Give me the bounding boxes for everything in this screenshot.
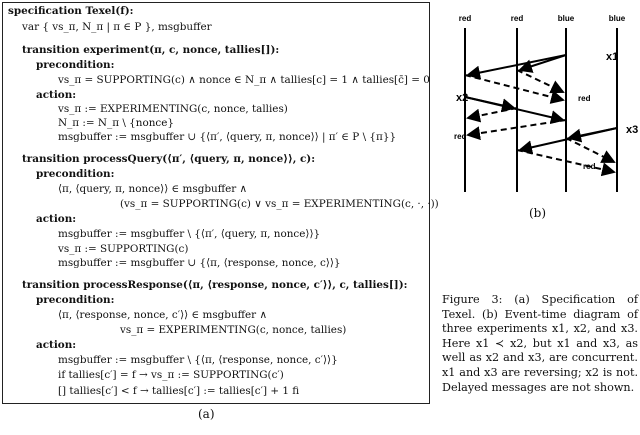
event-label: x2 bbox=[456, 92, 468, 104]
arrow-red2-reply bbox=[516, 69, 565, 94]
spec-line: msgbuffer := msgbuffer ∪ {⟨π, ⟨response,… bbox=[58, 257, 341, 269]
caption-b: (b) bbox=[529, 206, 547, 220]
spec-line: N_π := N_π \ {nonce} bbox=[58, 117, 174, 129]
spec-line: specification Texel(f): bbox=[8, 5, 134, 17]
message-label: red bbox=[454, 132, 467, 141]
arrow-x3-to-blue1 bbox=[567, 127, 618, 143]
arrow-red1-reply bbox=[464, 74, 565, 104]
spec-line: precondition: bbox=[36, 168, 115, 180]
arrow-x1-to-red1 bbox=[466, 54, 567, 80]
message-arrows bbox=[464, 54, 618, 177]
caption-a: (a) bbox=[198, 407, 215, 421]
spec-line: precondition: bbox=[36, 294, 115, 306]
timeline-label: red bbox=[459, 14, 472, 23]
spec-line: ⟨π, ⟨response, nonce, c′⟩⟩ ∈ msgbuffer ∧ bbox=[58, 309, 268, 321]
arrow-x2-reply-red2 bbox=[466, 107, 518, 123]
spec-line: transition processResponse(⟨π, ⟨response… bbox=[22, 279, 408, 291]
arrow-x3-reply-red2 bbox=[516, 149, 616, 177]
spec-line: msgbuffer := msgbuffer \ {⟨π′, ⟨query, π… bbox=[58, 228, 321, 240]
timeline-label: red bbox=[511, 14, 524, 23]
arrow-x2-reply-blue1 bbox=[466, 119, 567, 141]
figure-caption: Figure 3: (a) Specification of Texel. (b… bbox=[442, 293, 638, 394]
timeline-label: blue bbox=[558, 14, 575, 23]
specification-box bbox=[2, 2, 430, 404]
spec-line: (vs_π = SUPPORTING(c) ∨ vs_π = EXPERIMEN… bbox=[120, 198, 439, 210]
spec-line: action: bbox=[36, 213, 77, 225]
spec-line: var { vs_π, N_π | π ∈ P }, msgbuffer bbox=[22, 21, 212, 33]
spec-line: vs_π = SUPPORTING(c) ∧ nonce ∈ N_π ∧ tal… bbox=[58, 74, 430, 86]
spec-line: action: bbox=[36, 339, 77, 351]
spec-line: vs_π := EXPERIMENTING(c, nonce, tallies) bbox=[58, 103, 288, 115]
event-time-diagram: red red blue blue x1 x2 x3 red red red bbox=[454, 14, 638, 192]
spec-line: action: bbox=[36, 89, 77, 101]
spec-line: transition experiment(π, c, nonce, talli… bbox=[22, 44, 280, 56]
spec-line: vs_π = EXPERIMENTING(c, nonce, tallies) bbox=[120, 324, 347, 336]
arrow-x3-reply-blue1 bbox=[565, 137, 616, 163]
spec-line: if tallies[c′] = f → vs_π := SUPPORTING(… bbox=[58, 369, 284, 381]
timeline-label: blue bbox=[609, 14, 626, 23]
spec-line: vs_π := SUPPORTING(c) bbox=[58, 243, 189, 255]
message-label: red bbox=[583, 162, 596, 171]
spec-line: msgbuffer := msgbuffer ∪ {⟨π′, ⟨query, π… bbox=[58, 131, 397, 143]
message-label: red bbox=[578, 94, 591, 103]
spec-line: [] tallies[c′] < f → tallies[c′] := tall… bbox=[58, 385, 300, 397]
event-label: x1 bbox=[606, 51, 618, 63]
event-label: x3 bbox=[626, 124, 638, 136]
arrow-x1-to-red2 bbox=[518, 54, 567, 73]
spec-line: msgbuffer := msgbuffer \ {⟨π, ⟨response,… bbox=[58, 354, 338, 366]
spec-line: precondition: bbox=[36, 59, 115, 71]
spec-line: transition processQuery(⟨π′, ⟨query, π, … bbox=[22, 153, 316, 165]
spec-line: ⟨π, ⟨query, π, nonce⟩⟩ ∈ msgbuffer ∧ bbox=[58, 183, 248, 195]
